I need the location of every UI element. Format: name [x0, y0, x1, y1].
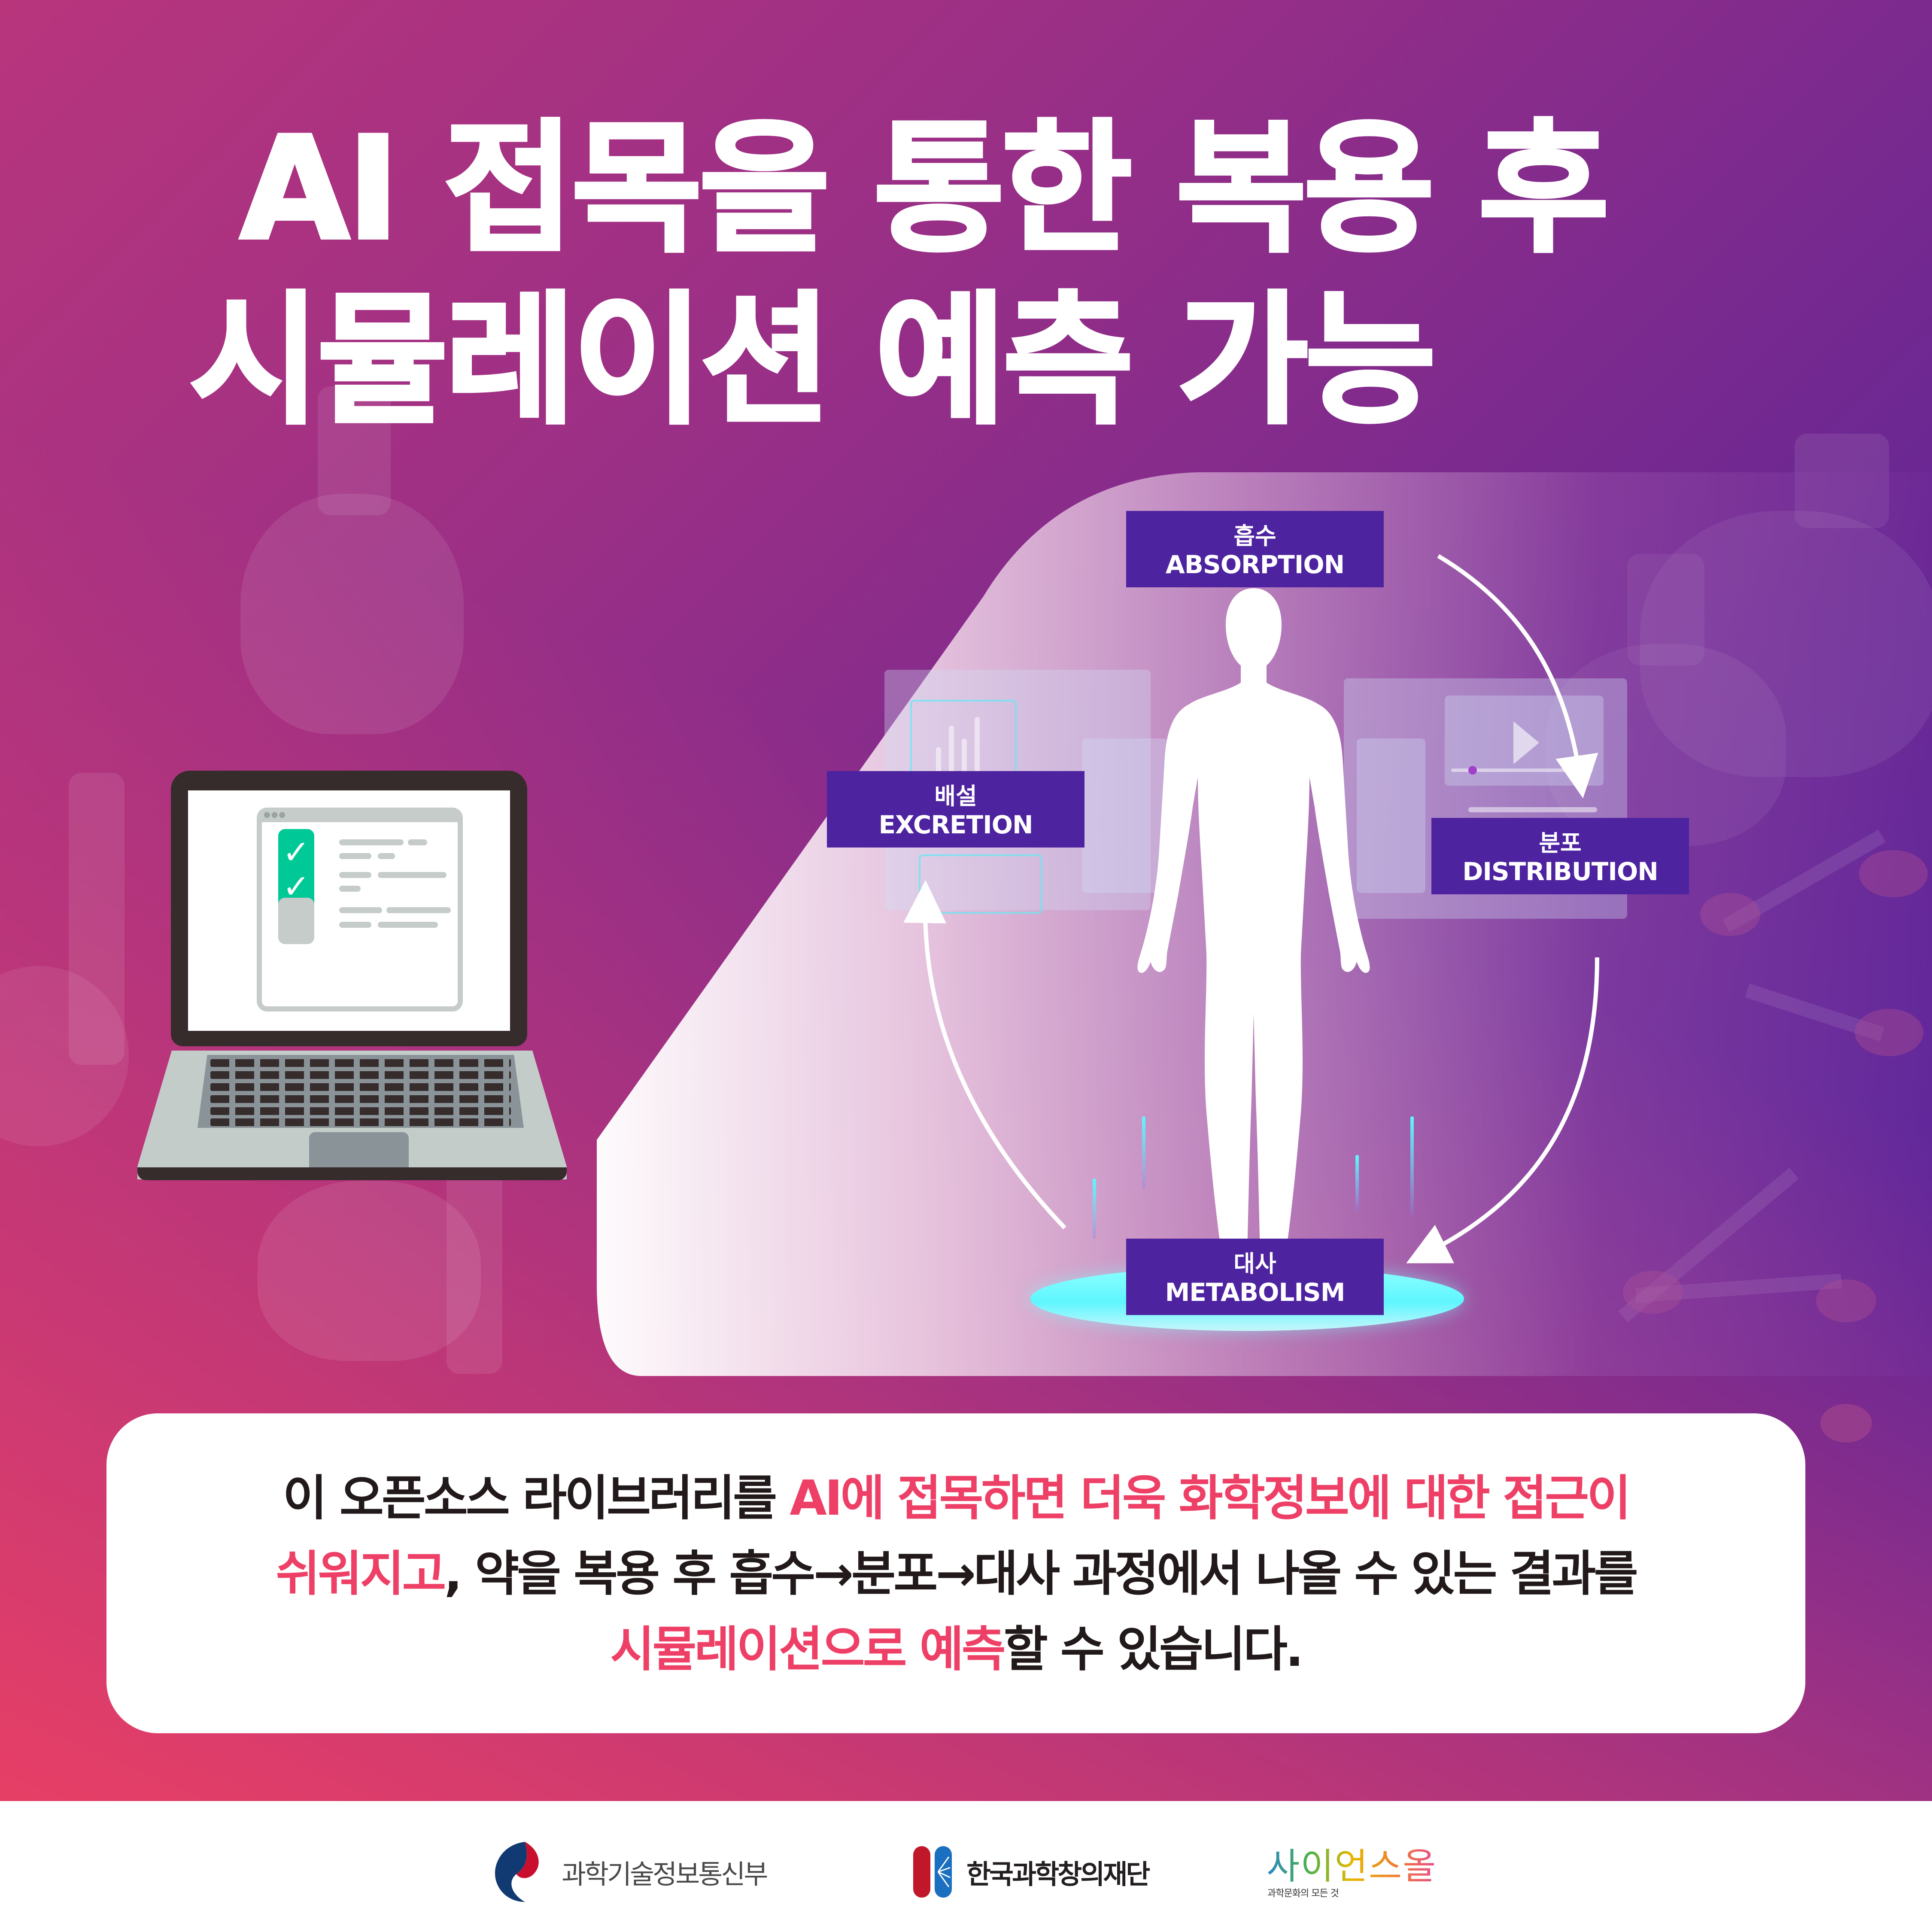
- holo-screen-wave: [1082, 738, 1168, 893]
- info-text-box: 이 오픈소스 라이브러리를 AI에 접목하면 더욱 화학정보에 대한 접근이 쉬…: [106, 1413, 1805, 1733]
- window-dots-icon: ●●●: [264, 810, 287, 819]
- label-metabolism: 대사 METABOLISM: [1126, 1239, 1384, 1315]
- molecule-atom: [1820, 1404, 1872, 1443]
- light-beam: [1355, 1155, 1359, 1211]
- highlight-text: 시뮬레이션으로 예측: [610, 1622, 1005, 1677]
- label-excretion: 배설 EXCRETION: [827, 771, 1084, 848]
- highlight-text: 쉬워지고: [276, 1546, 446, 1602]
- test-tube-decoration: [69, 773, 125, 1065]
- logo-msit-text: 과학기술정보통신부: [562, 1859, 768, 1890]
- holo-screen-gauge: [1357, 738, 1425, 893]
- logo-scienceall: 사이언스올 과학문화의 모든 것: [1267, 1838, 1447, 1911]
- text-placeholder-bar: [339, 872, 371, 878]
- checklist-window: ●●● ✓ ✓: [257, 808, 463, 1012]
- text-placeholder-bar: [386, 907, 451, 913]
- keyboard: [197, 1055, 524, 1128]
- info-line-3: 시뮬레이션으로 예측할 수 있습니다.: [610, 1622, 1303, 1677]
- logo-kofac: 한국과학창의재단: [912, 1842, 1150, 1902]
- text-placeholder-bar: [378, 872, 447, 878]
- info-line-2: 쉬워지고, 약을 복용 후 흡수→분포→대사 과정에서 나올 수 있는 결과를: [276, 1546, 1638, 1602]
- text-placeholder-bar: [339, 907, 382, 913]
- laptop-base: [137, 1051, 567, 1192]
- holo-line: [1468, 807, 1597, 812]
- title-line-1: AI 접목을 통한 복용 후: [238, 105, 1611, 273]
- logo-msit: 과학기술정보통신부: [493, 1842, 768, 1902]
- highlight-text: AI에 접목하면 더욱 화학정보에 대한 접근이: [790, 1470, 1631, 1526]
- empty-box-icon: [278, 898, 314, 944]
- laptop-screen: ●●● ✓ ✓: [188, 790, 510, 1031]
- text-placeholder-bar: [378, 922, 438, 928]
- kofac-icon: [913, 1846, 952, 1898]
- text-placeholder-bar: [378, 853, 395, 859]
- taegeuk-icon: [495, 1842, 539, 1902]
- light-beam: [1093, 1179, 1096, 1239]
- laptop-illustration: ●●● ✓ ✓: [133, 762, 614, 1180]
- light-beam: [1142, 1116, 1145, 1189]
- logo-scienceall-text: 사이언스올: [1267, 1838, 1437, 1889]
- label-absorption: 흡수 ABSORPTION: [1126, 511, 1384, 587]
- text-placeholder-bar: [339, 853, 371, 859]
- text-placeholder-bar: [339, 886, 361, 892]
- holo-screen-donut: [919, 854, 1042, 914]
- text-placeholder-bar: [339, 839, 404, 845]
- text-placeholder-bar: [339, 922, 371, 928]
- video-progress-handle: [1468, 766, 1477, 775]
- footer: 과학기술정보통신부 한국과학창의재단 사이언스올 과학문화의 모든 것: [0, 1801, 1932, 1932]
- human-body-silhouette-icon: [1137, 588, 1370, 1254]
- flask-decoration: [258, 1181, 481, 1361]
- flask-decoration: [240, 494, 464, 734]
- light-beam: [1410, 1116, 1414, 1215]
- label-distribution: 분포 DISTRIBUTION: [1431, 818, 1689, 894]
- flask-decoration: [318, 386, 391, 515]
- info-line-1: 이 오픈소스 라이브러리를 AI에 접목하면 더욱 화학정보에 대한 접근이: [283, 1470, 1631, 1526]
- logo-kofac-text: 한국과학창의재단: [966, 1859, 1150, 1890]
- page-title: AI 접목을 통한 복용 후 시뮬레이션 예측 가능: [0, 103, 1932, 447]
- text-placeholder-bar: [408, 839, 427, 845]
- play-icon: [1513, 721, 1539, 764]
- logo-scienceall-tagline: 과학문화의 모든 것: [1267, 1888, 1339, 1899]
- title-line-2: 시뮬레이션 예측 가능: [188, 276, 1437, 445]
- hero-background: AI 접목을 통한 복용 후 시뮬레이션 예측 가능 흡수: [0, 0, 1932, 1801]
- laptop-lid: ●●● ✓ ✓: [171, 771, 527, 1046]
